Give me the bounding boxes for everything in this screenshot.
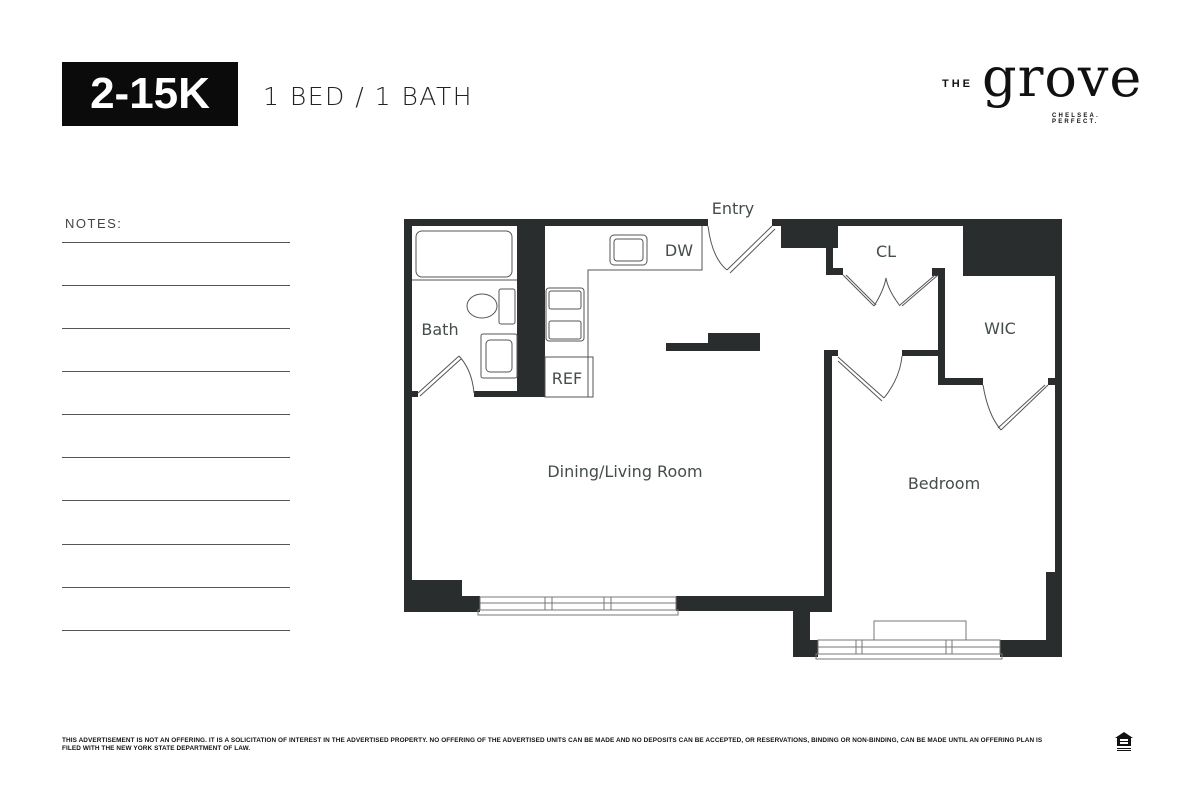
bathroom-sink — [480, 333, 518, 379]
note-line — [62, 371, 290, 372]
label-ref: REF — [552, 369, 582, 388]
equal-housing-opportunity-icon — [1115, 732, 1133, 751]
windows — [477, 596, 1003, 660]
note-line — [62, 242, 290, 243]
logo-prefix: THE — [942, 78, 973, 90]
label-living-room: Dining/Living Room — [547, 462, 702, 481]
label-dishwasher: DW — [665, 241, 693, 260]
label-wic: WIC — [984, 319, 1016, 338]
walls — [404, 219, 1062, 657]
doors — [417, 225, 1049, 431]
toilet — [466, 293, 498, 319]
bathtub — [415, 230, 513, 278]
label-closet: CL — [876, 242, 896, 261]
room-labels: Entry DW CL Bath WIC REF Dining/Living R… — [421, 199, 1015, 493]
note-line — [62, 500, 290, 501]
legal-disclaimer: THIS ADVERTISEMENT IS NOT AN OFFERING. I… — [62, 737, 1043, 752]
the-grove-logo: THE grove CHELSEA. PERFECT. — [940, 46, 1141, 125]
note-line — [62, 544, 290, 545]
unit-number-badge: 2-15K — [62, 62, 238, 126]
note-line — [62, 457, 290, 458]
unit-number: 2-15K — [90, 69, 210, 118]
label-bath: Bath — [421, 320, 458, 339]
label-bedroom: Bedroom — [908, 474, 980, 493]
kitchen-sink — [609, 234, 648, 266]
label-entry: Entry — [712, 199, 755, 218]
notes-label: NOTES: — [65, 216, 123, 231]
logo-tagline: CHELSEA. PERFECT. — [1052, 113, 1100, 125]
unit-type: 1 BED / 1 BATH — [263, 82, 474, 111]
stove — [545, 287, 585, 342]
refrigerator — [544, 356, 594, 398]
fixtures — [412, 226, 703, 398]
note-line — [62, 285, 290, 286]
note-line — [62, 414, 290, 415]
note-line — [62, 587, 290, 588]
note-line — [62, 630, 290, 631]
logo-wordmark: grove — [982, 46, 1143, 109]
note-line — [62, 328, 290, 329]
